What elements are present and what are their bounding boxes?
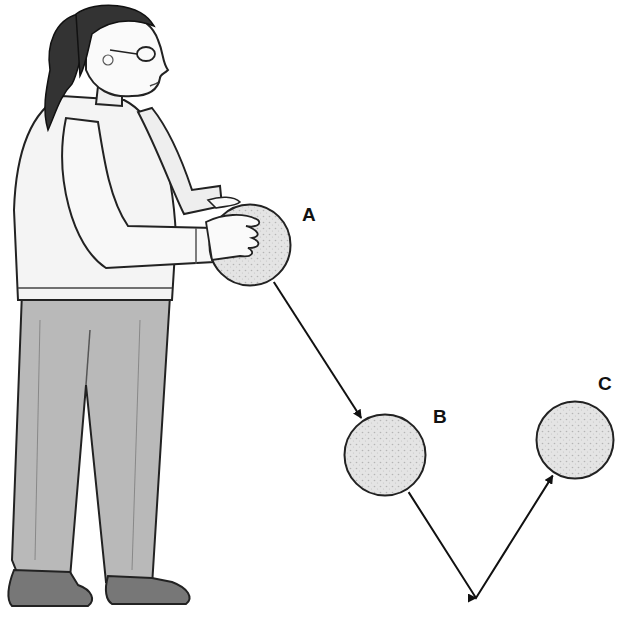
- position-label: B: [433, 407, 447, 426]
- ball-outline: [535, 400, 615, 480]
- motion-arrow: [409, 476, 553, 598]
- ball: A: [208, 203, 292, 287]
- position-label: C: [598, 374, 612, 393]
- ball-outline: [208, 203, 292, 287]
- ball: C: [535, 400, 615, 480]
- ball: B: [343, 413, 427, 497]
- ball-outline: [343, 413, 427, 497]
- motion-arrow: [274, 282, 361, 418]
- position-label: A: [302, 205, 316, 224]
